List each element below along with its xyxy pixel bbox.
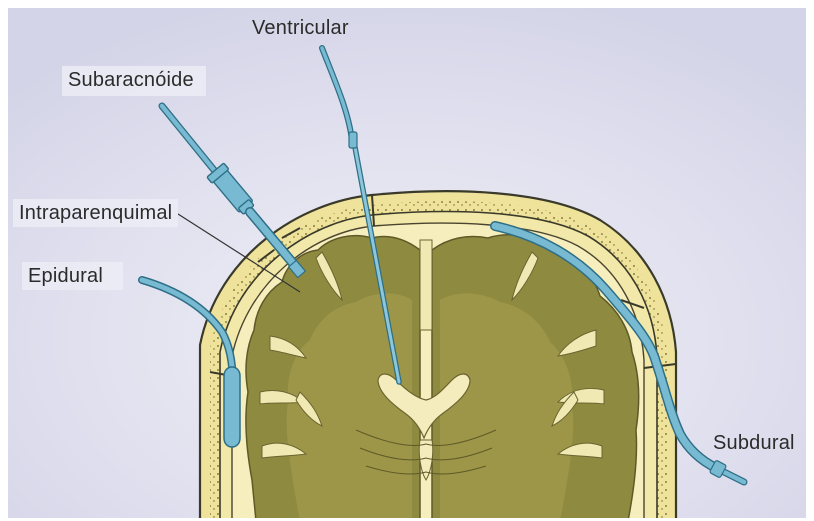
label-intraparenchymal: Intraparenquimal — [13, 199, 178, 227]
label-subdural: Subdural — [713, 433, 795, 453]
label-epidural: Epidural — [22, 262, 123, 290]
label-subarachnoid: Subaracnóide — [62, 66, 206, 96]
label-ventricular: Ventricular — [252, 18, 349, 38]
longitudinal-fissure — [420, 240, 432, 330]
